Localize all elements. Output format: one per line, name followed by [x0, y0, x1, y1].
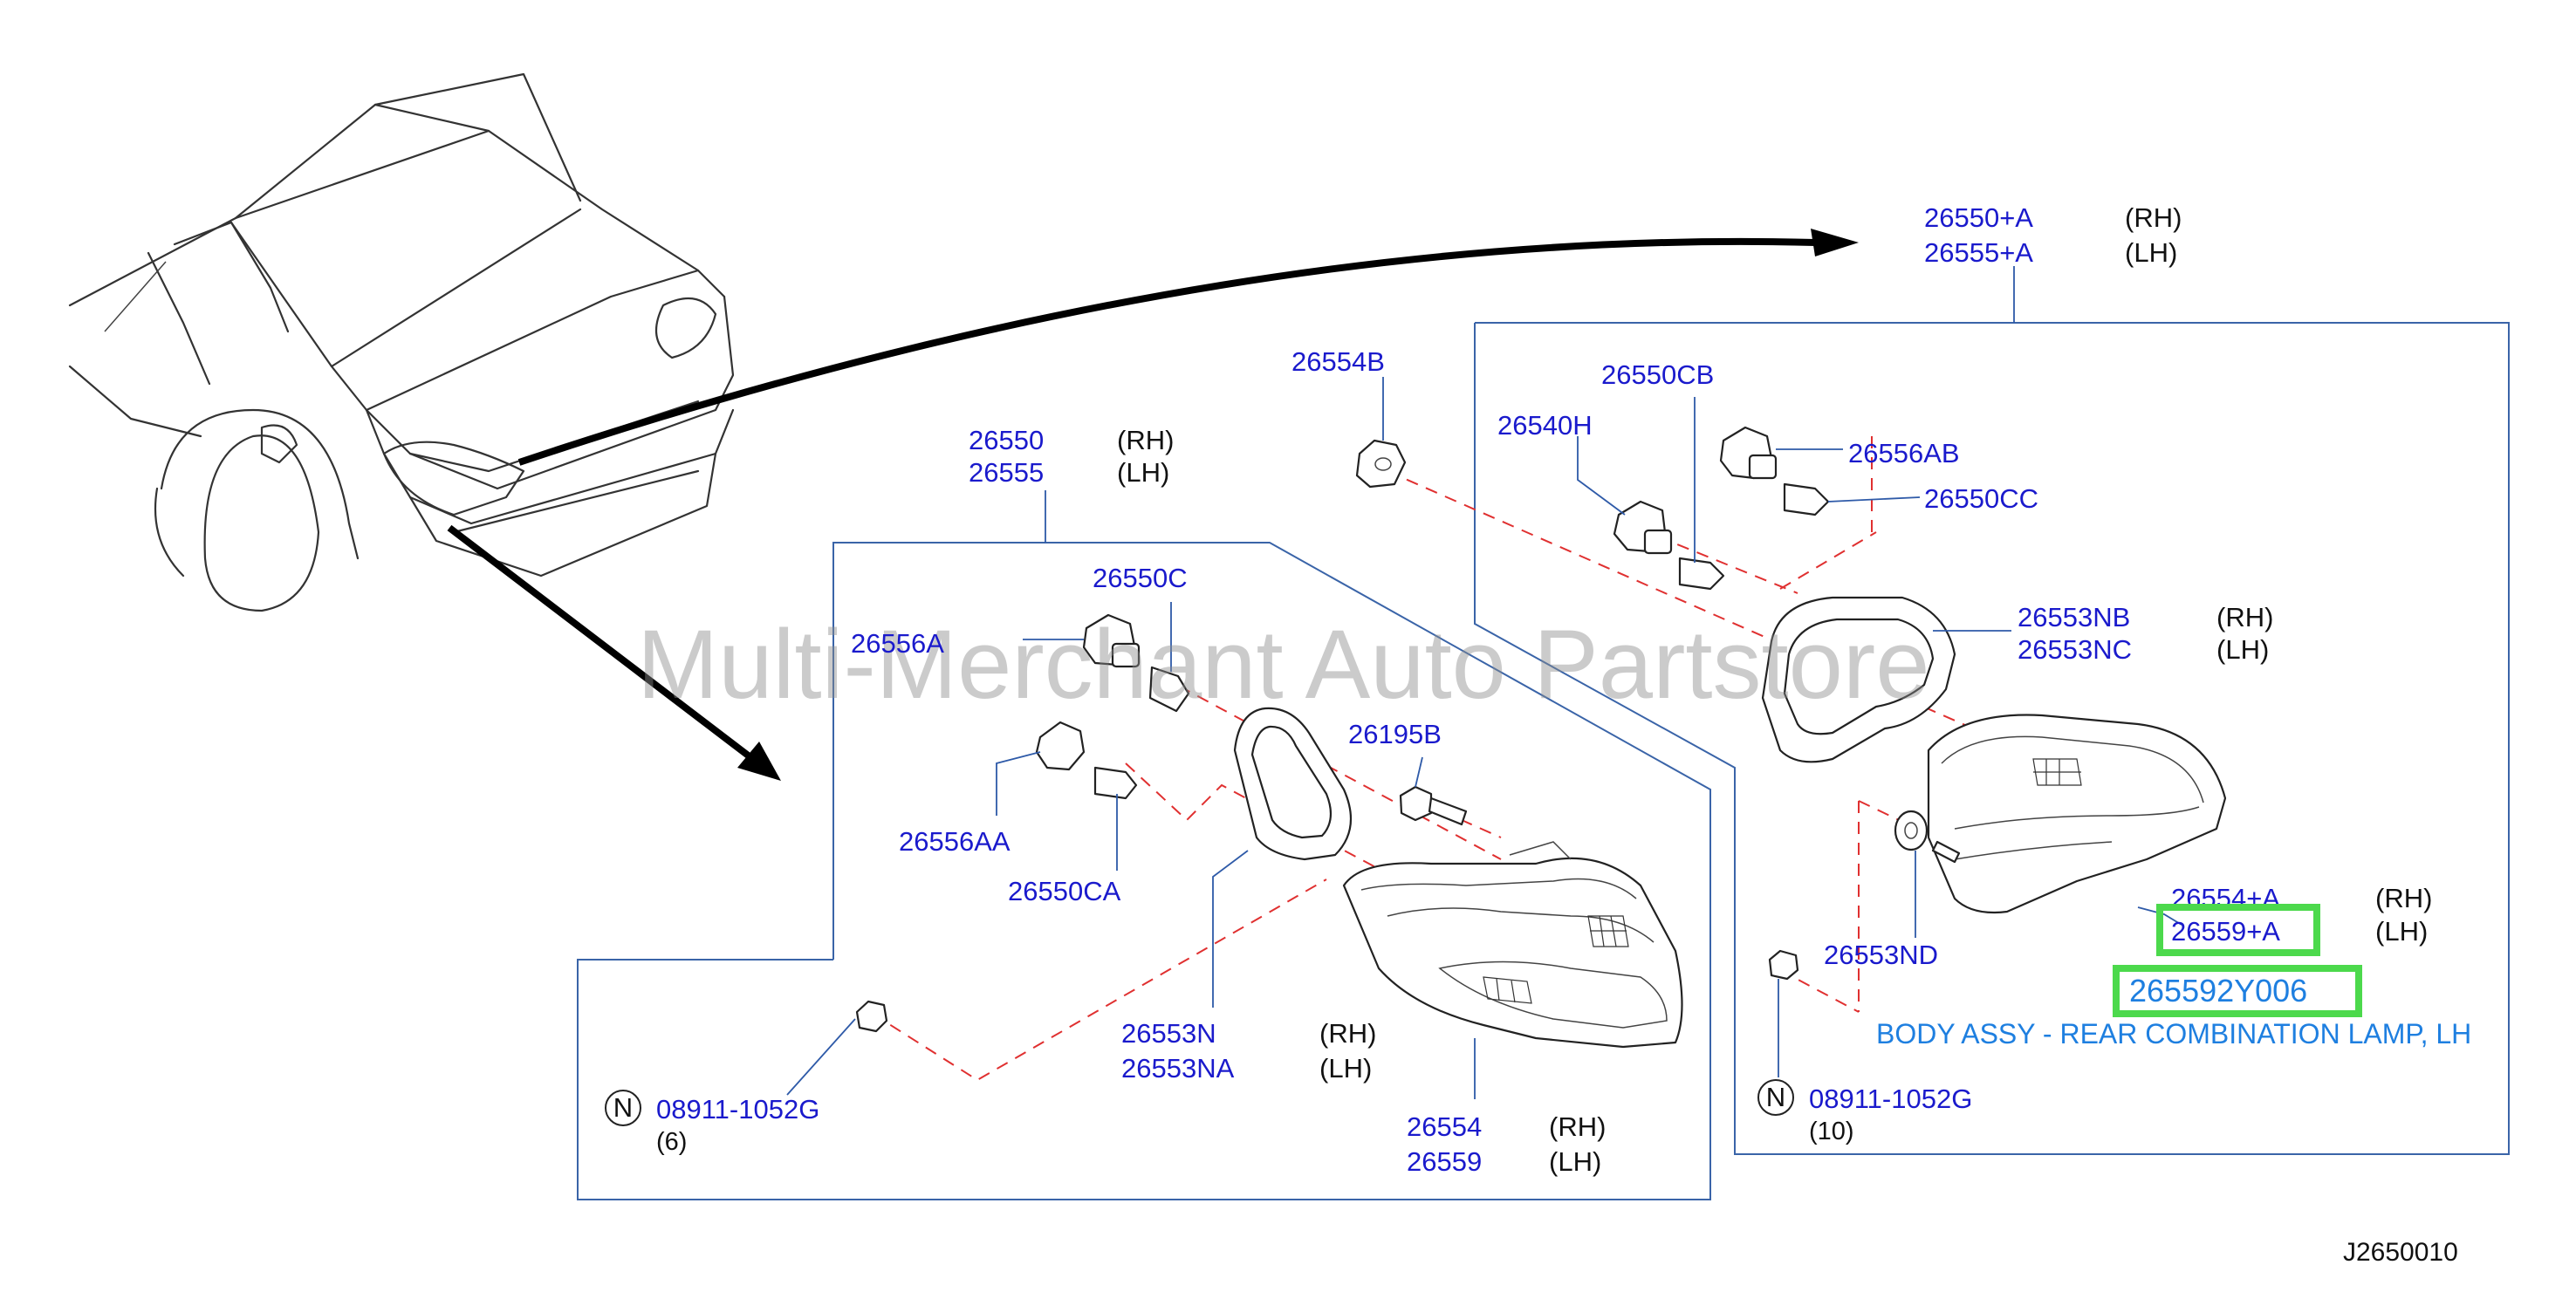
- label-nut-left-qty: (6): [656, 1128, 687, 1156]
- label-26554-side: (RH): [1549, 1111, 1606, 1142]
- pointer-arrows: [447, 229, 1859, 781]
- part-screw-26195B[interactable]: [1399, 785, 1468, 826]
- part-grommet-26553ND[interactable]: [1894, 810, 1961, 864]
- diagram-code: J2650010: [2343, 1238, 2458, 1267]
- nut-right-code: N: [1766, 1082, 1785, 1112]
- part-lamp-inner-26554A[interactable]: [1927, 714, 2227, 914]
- label-26550CB[interactable]: 26550CB: [1601, 359, 1714, 390]
- watermark: Multi-Merchant Auto Partstore: [637, 610, 1929, 719]
- highlight-description: BODY ASSY - REAR COMBINATION LAMP, LH: [1876, 1018, 2471, 1049]
- label-26554[interactable]: 26554: [1407, 1111, 1482, 1142]
- part-gasket-26553NB[interactable]: [1761, 596, 1956, 763]
- car-illustration: [68, 72, 735, 612]
- part-grommet-26554B[interactable]: [1355, 439, 1407, 489]
- label-26559+A[interactable]: 26559+A: [2171, 916, 2280, 947]
- label-26550CA[interactable]: 26550CA: [1008, 876, 1121, 906]
- nut-right-marker-icon: [1757, 1079, 1794, 1116]
- nut-left-marker-icon: [605, 1090, 641, 1126]
- label-26555[interactable]: 26555: [969, 457, 1044, 488]
- highlight-part-number[interactable]: 265592Y006: [2129, 973, 2307, 1008]
- label-26540H[interactable]: 26540H: [1497, 410, 1593, 441]
- label-26550C[interactable]: 26550C: [1093, 563, 1188, 593]
- label-26559+A-side: (LH): [2375, 916, 2428, 947]
- highlighted-part: 265592Y006 BODY ASSY - REAR COMBINATION …: [1876, 965, 2471, 1049]
- label-26550[interactable]: 26550: [969, 425, 1044, 455]
- label-26559[interactable]: 26559: [1407, 1146, 1482, 1177]
- part-gasket-26553N[interactable]: [1233, 707, 1353, 861]
- label-26553N-side: (RH): [1319, 1018, 1376, 1049]
- label-08911-1052G-right[interactable]: 08911-1052G: [1809, 1084, 1972, 1114]
- label-26195B[interactable]: 26195B: [1348, 719, 1442, 749]
- label-08911-1052G-left[interactable]: 08911-1052G: [656, 1094, 819, 1125]
- label-nut-right-qty: (10): [1809, 1118, 1854, 1145]
- label-26553N[interactable]: 26553N: [1121, 1018, 1216, 1049]
- highlight-box-part-number: [2113, 965, 2362, 1017]
- label-26555-side: (LH): [1117, 457, 1169, 488]
- label-26553NA-side: (LH): [1319, 1053, 1372, 1084]
- leader-lines: [786, 377, 2182, 1099]
- label-26550CC[interactable]: 26550CC: [1924, 483, 2038, 514]
- nut-left-code: N: [613, 1092, 633, 1123]
- part-bulb-26550CC[interactable]: [1783, 482, 1830, 516]
- part-bulb-26550C[interactable]: [1148, 666, 1190, 713]
- callout-labels: 26550+A (RH) 26555+A (LH) 26550 (RH) 265…: [605, 202, 2432, 1177]
- part-bulb-26550CA[interactable]: [1093, 766, 1138, 800]
- part-socket-26556A[interactable]: [1082, 613, 1141, 668]
- label-26553NC-side: (LH): [2216, 634, 2269, 665]
- label-26556A[interactable]: 26556A: [851, 628, 944, 659]
- label-26553NB[interactable]: 26553NB: [2018, 602, 2130, 632]
- right-assembly-frame: [1474, 266, 2510, 1155]
- label-26553NC[interactable]: 26553NC: [2018, 634, 2132, 665]
- label-26556AB[interactable]: 26556AB: [1848, 438, 1960, 468]
- label-26559-side: (LH): [1549, 1146, 1601, 1177]
- part-lamp-outer-26554[interactable]: [1342, 841, 1683, 1049]
- label-26555+A[interactable]: 26555+A: [1924, 237, 2033, 268]
- left-assembly-frame: [577, 490, 1711, 1200]
- label-26550+A-side: (RH): [2125, 202, 2182, 233]
- label-26550-side: (RH): [1117, 425, 1174, 455]
- part-nut-left[interactable]: [855, 1000, 888, 1033]
- label-26553ND[interactable]: 26553ND: [1824, 940, 1938, 970]
- part-socket-26556AB[interactable]: [1719, 426, 1778, 480]
- label-26550+A[interactable]: 26550+A: [1924, 202, 2033, 233]
- label-26554B[interactable]: 26554B: [1291, 346, 1385, 377]
- part-socket-26540H[interactable]: [1613, 500, 1673, 555]
- label-26553NB-side: (RH): [2216, 602, 2273, 632]
- label-26553NA[interactable]: 26553NA: [1121, 1053, 1235, 1084]
- highlight-box-26559+A: [2156, 904, 2320, 956]
- part-bulb-26550CB[interactable]: [1678, 557, 1725, 591]
- label-26555+A-side: (LH): [2125, 237, 2177, 268]
- part-nut-right[interactable]: [1768, 949, 1799, 981]
- label-26556AA[interactable]: 26556AA: [899, 826, 1011, 857]
- label-26554+A-side: (RH): [2375, 883, 2432, 913]
- part-socket-26556AA[interactable]: [1035, 721, 1086, 771]
